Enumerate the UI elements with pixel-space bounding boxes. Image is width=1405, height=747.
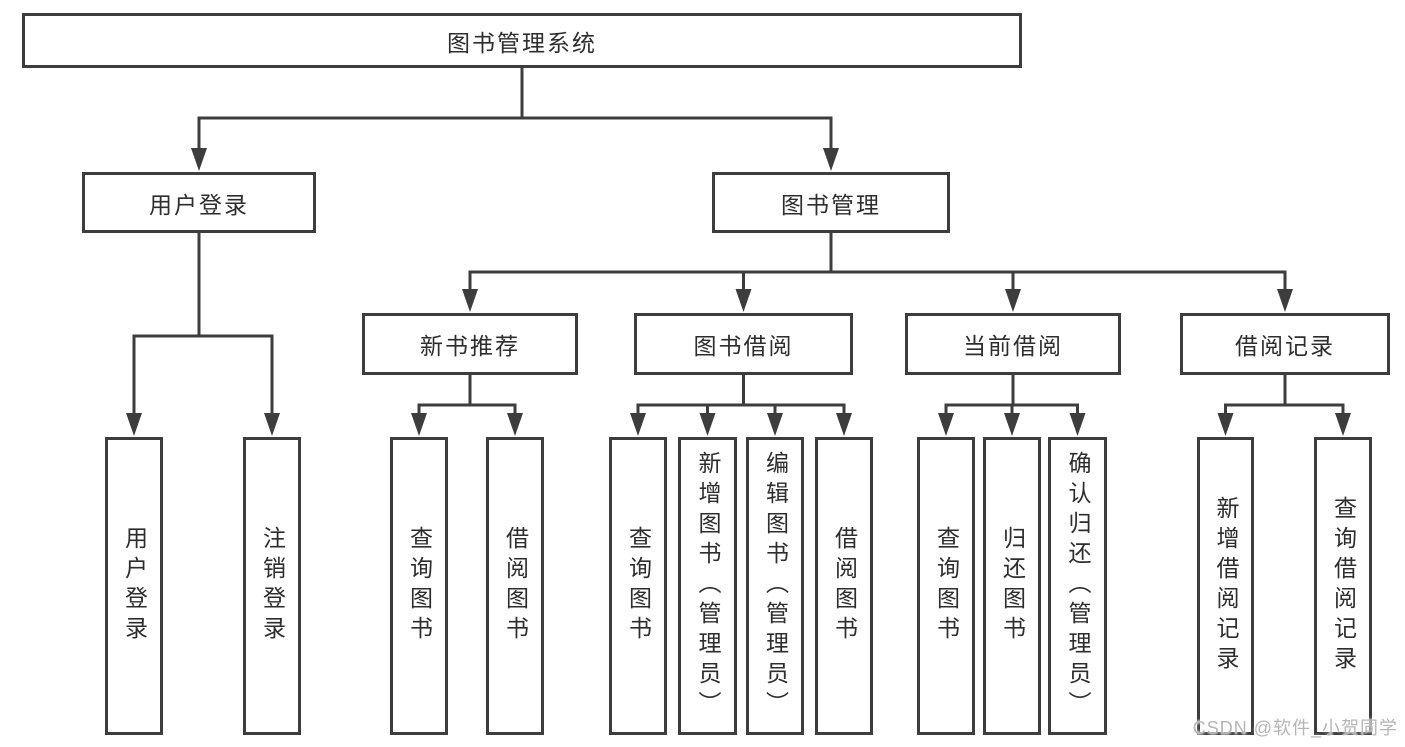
node-ul-logout: 注销登录 <box>243 437 301 735</box>
node-borrow-records: 借阅记录 <box>1180 313 1390 375</box>
node-root: 图书管理系统 <box>22 13 1022 68</box>
node-current-borrow: 当前借阅 <box>905 313 1121 375</box>
node-label: 用户登录 <box>121 526 148 646</box>
node-label: 编辑图书（管理员） <box>762 451 789 721</box>
node-user-login: 用户登录 <box>82 172 316 233</box>
node-book-mgmt: 图书管理 <box>712 172 950 233</box>
node-label: 图书借阅 <box>693 333 794 359</box>
node-br-query: 查询借阅记录 <box>1314 437 1372 735</box>
node-bb-edit: 编辑图书（管理员） <box>746 437 804 735</box>
node-nbr-query: 查询图书 <box>390 437 448 735</box>
node-new-book-rec: 新书推荐 <box>362 313 578 375</box>
node-ul-login: 用户登录 <box>105 437 163 735</box>
node-label: 归还图书 <box>999 526 1026 646</box>
node-label: 图书管理 <box>781 191 881 218</box>
node-bb-add: 新增图书（管理员） <box>678 437 737 735</box>
node-label: 借阅图书 <box>831 526 858 646</box>
node-cb-return: 归还图书 <box>983 437 1041 735</box>
node-label: 注销登录 <box>259 526 286 646</box>
node-label: 查询图书 <box>406 526 433 646</box>
node-cb-query: 查询图书 <box>917 437 975 735</box>
node-nbr-borrow: 借阅图书 <box>486 437 544 735</box>
node-label: 借阅记录 <box>1235 333 1335 359</box>
node-label: 图书管理系统 <box>447 29 597 56</box>
node-bb-query: 查询图书 <box>609 437 667 735</box>
node-label: 查询图书 <box>933 526 960 646</box>
node-bb-borrow: 借阅图书 <box>815 437 873 735</box>
node-label: 新增借阅记录 <box>1213 496 1239 676</box>
node-br-add: 新增借阅记录 <box>1197 437 1254 735</box>
node-label: 确认归还（管理员） <box>1065 451 1091 721</box>
node-label: 当前借阅 <box>963 333 1063 359</box>
watermark-text: CSDN @软件_小贺同学 <box>1192 718 1398 738</box>
node-label: 用户登录 <box>149 191 249 218</box>
node-label: 新书推荐 <box>420 333 520 359</box>
node-label: 借阅图书 <box>502 526 529 646</box>
node-cb-confirm: 确认归还（管理员） <box>1048 437 1107 735</box>
node-label: 新增图书（管理员） <box>695 451 721 721</box>
node-label: 查询图书 <box>625 526 652 646</box>
node-label: 查询借阅记录 <box>1330 496 1357 676</box>
node-book-borrow: 图书借阅 <box>634 313 853 375</box>
